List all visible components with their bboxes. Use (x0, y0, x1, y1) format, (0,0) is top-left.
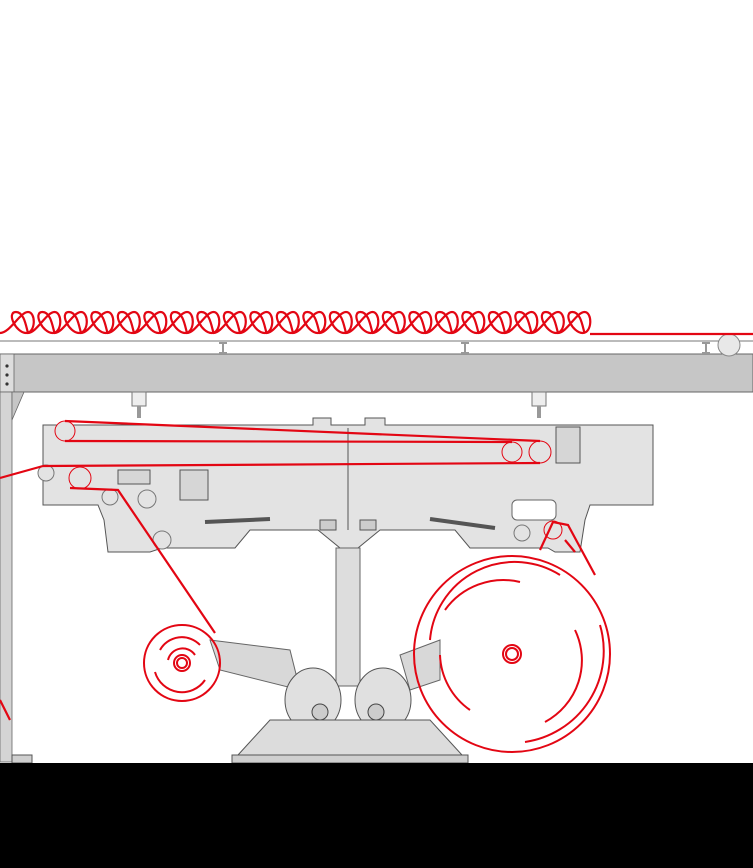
rail-hanger (702, 342, 710, 354)
large-unwind-roll (413, 555, 611, 753)
carriage-hanger (131, 391, 147, 418)
footer-band (0, 763, 753, 868)
rail-hanger (219, 342, 227, 354)
unwind-base (11, 639, 469, 764)
festoon-loops (0, 310, 592, 335)
splicer-carriage (42, 417, 654, 687)
small-unwind-roll (143, 624, 221, 702)
overhead-rail (0, 333, 753, 393)
idler-roller (717, 333, 741, 357)
carriage-rollers (37, 420, 563, 550)
column-post (335, 547, 361, 687)
rail-hanger (461, 342, 469, 354)
carriage-hanger (531, 391, 547, 418)
left-column (0, 391, 25, 763)
web-path (0, 310, 753, 721)
